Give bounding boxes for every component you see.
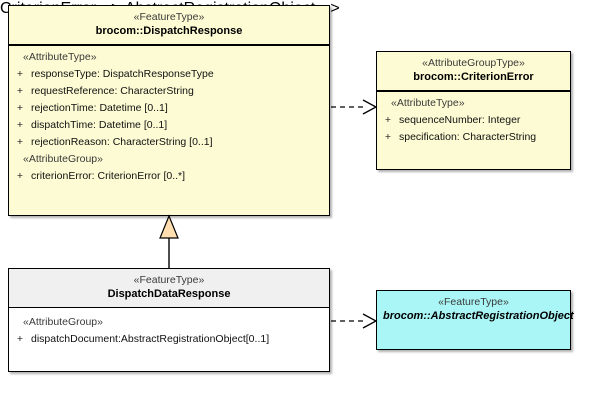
attribute-text: rejectionReason: CharacterString [0..1] xyxy=(31,136,213,148)
attribute-visibility: + xyxy=(384,131,392,143)
attribute-row[interactable]: + requestReference: CharacterString xyxy=(9,83,329,100)
attribute-row[interactable]: + dispatchDocument:AbstractRegistrationO… xyxy=(9,331,329,348)
attribute-text: responseType: DispatchResponseType xyxy=(31,68,214,80)
compartment-group-label: «AttributeGroup» xyxy=(23,153,103,165)
attribute-text: dispatchDocument:AbstractRegistrationObj… xyxy=(31,333,270,345)
attribute-text: dispatchTime: Datetime [0..1] xyxy=(31,119,168,131)
class-body-criterion-error: «AttributeType» + sequenceNumber: Intege… xyxy=(377,92,570,150)
class-header-dispatch-response: «FeatureType» brocom::DispatchResponse xyxy=(9,6,329,46)
class-header-dispatch-data-response: «FeatureType» DispatchDataResponse xyxy=(9,269,329,308)
class-name: brocom::AbstractRegistrationObject xyxy=(383,310,574,322)
class-stereotype: «FeatureType» xyxy=(133,11,205,23)
class-stereotype: «FeatureType» xyxy=(133,274,205,286)
class-box-dispatch-response[interactable]: «FeatureType» brocom::DispatchResponse «… xyxy=(8,5,330,216)
attribute-visibility: + xyxy=(16,68,24,80)
class-stereotype: «FeatureType» xyxy=(438,296,509,308)
class-name: brocom::CriterionError xyxy=(413,71,534,83)
class-name: brocom::DispatchResponse xyxy=(95,25,243,37)
compartment-group-label: «AttributeType» xyxy=(391,97,465,109)
class-header-criterion-error: «AttributeGroupType» brocom::CriterionEr… xyxy=(377,52,570,92)
attribute-visibility: + xyxy=(16,102,24,114)
class-body-dispatch-response: «AttributeType» + responseType: Dispatch… xyxy=(9,46,329,189)
attribute-row[interactable]: + specification: CharacterString xyxy=(377,129,570,146)
attribute-visibility: + xyxy=(16,333,24,345)
attribute-row[interactable]: + rejectionTime: Datetime [0..1] xyxy=(9,100,329,117)
attribute-row[interactable]: + sequenceNumber: Integer xyxy=(377,112,570,129)
class-box-dispatch-data-response[interactable]: «FeatureType» DispatchDataResponse «Attr… xyxy=(8,268,330,372)
attribute-row[interactable]: + rejectionReason: CharacterString [0..1… xyxy=(9,134,329,151)
attribute-text: specification: CharacterString xyxy=(399,131,537,143)
attribute-visibility: + xyxy=(16,85,24,97)
class-box-criterion-error[interactable]: «AttributeGroupType» brocom::CriterionEr… xyxy=(376,51,571,170)
attribute-row[interactable]: + criterionError: CriterionError [0..*] xyxy=(9,168,329,185)
open-arrowhead-icon xyxy=(362,313,378,329)
class-box-abstract-registration-object[interactable]: «FeatureType» brocom::AbstractRegistrati… xyxy=(376,290,574,350)
attribute-text: requestReference: CharacterString xyxy=(31,85,194,97)
attribute-visibility: + xyxy=(16,170,24,182)
attribute-visibility: + xyxy=(384,114,392,126)
class-body-dispatch-data-response: «AttributeGroup» + dispatchDocument:Abst… xyxy=(9,308,329,352)
attribute-row[interactable]: + dispatchTime: Datetime [0..1] xyxy=(9,117,329,134)
attribute-visibility: + xyxy=(16,136,24,148)
compartment-group-label: «AttributeGroup» xyxy=(23,316,103,328)
attribute-text: rejectionTime: Datetime [0..1] xyxy=(31,102,168,114)
attribute-row[interactable]: + responseType: DispatchResponseType xyxy=(9,66,329,83)
compartment-group-label: «AttributeType» xyxy=(23,51,97,63)
open-arrowhead-icon xyxy=(362,99,378,115)
attribute-text: criterionError: CriterionError [0..*] xyxy=(31,170,186,182)
generalization-hollow-triangle-icon xyxy=(159,214,179,239)
class-stereotype: «AttributeGroupType» xyxy=(422,57,525,69)
attribute-visibility: + xyxy=(16,119,24,131)
attribute-text: sequenceNumber: Integer xyxy=(399,114,521,126)
class-header-abstract-registration-object: «FeatureType» brocom::AbstractRegistrati… xyxy=(377,291,574,329)
class-name: DispatchDataResponse xyxy=(107,288,231,300)
